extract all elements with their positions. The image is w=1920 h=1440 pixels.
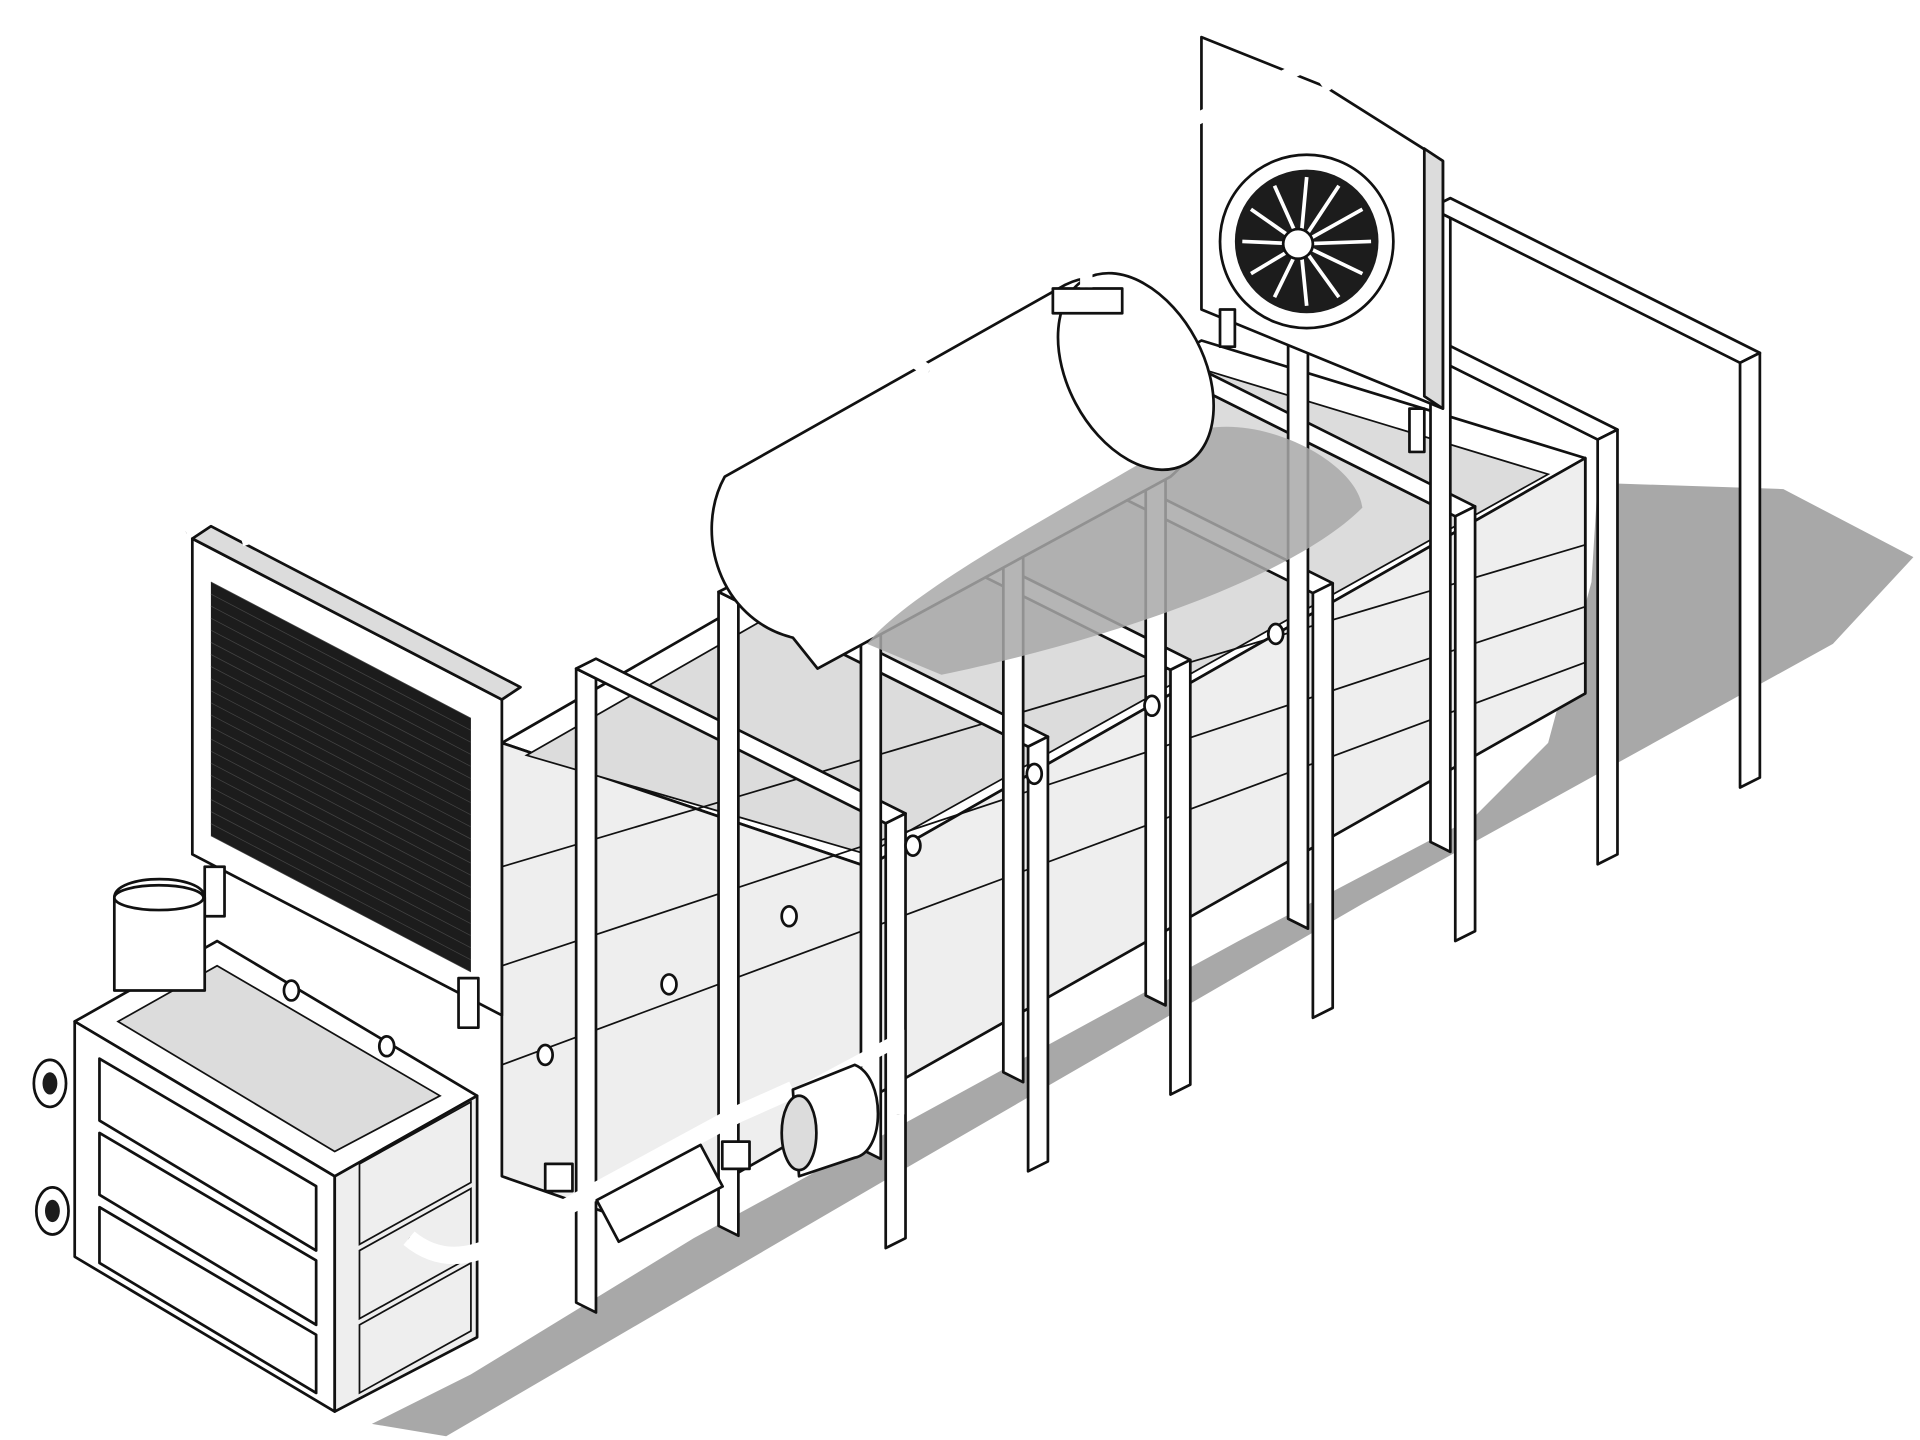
handwheel-lower (34, 1186, 70, 1236)
drawer-middle (98, 1131, 318, 1327)
radiator-grille-lines (210, 581, 472, 973)
pump-motor (543, 1063, 880, 1244)
valve-box-right (720, 1140, 751, 1171)
radiator-panel (190, 524, 522, 1030)
fan-unit (1200, 35, 1445, 454)
fan-hub (1281, 227, 1315, 261)
latch-5 (780, 904, 798, 928)
radiator-grille (210, 581, 471, 972)
latch-4 (660, 973, 678, 996)
valve-box-left (543, 1162, 574, 1193)
tank-shadow (867, 426, 1363, 675)
side-cylinder (112, 877, 207, 992)
latch-2 (377, 1034, 396, 1058)
radiator-frame-top (190, 524, 522, 701)
latch-1 (282, 979, 301, 1002)
latch-8 (1143, 694, 1161, 718)
radiator-leg-right (457, 976, 480, 1030)
drawer-bottom (98, 1205, 318, 1395)
frame-1 (574, 657, 907, 1314)
drawer-top (98, 1057, 318, 1252)
latch-3 (536, 1043, 555, 1067)
side-panel-1 (358, 1100, 472, 1246)
latch-7 (1025, 762, 1044, 786)
filter-cylinder (595, 1143, 725, 1244)
tank-nozzle-base (1051, 287, 1124, 315)
handwheels (32, 1058, 70, 1236)
radiator-leg-left (203, 865, 226, 918)
latch-6 (904, 834, 922, 857)
latch-9 (1266, 622, 1285, 646)
latches (282, 622, 1285, 1067)
fan-leg-left (1218, 308, 1237, 349)
fan-panel-edge (1422, 147, 1445, 410)
fan-leg-right (1408, 407, 1426, 454)
cylindrical-tank (710, 271, 1363, 675)
band-line-1 (501, 543, 1586, 868)
side-panel-3 (358, 1261, 472, 1395)
front-control-box (73, 939, 479, 1413)
handwheel-upper (32, 1058, 68, 1109)
